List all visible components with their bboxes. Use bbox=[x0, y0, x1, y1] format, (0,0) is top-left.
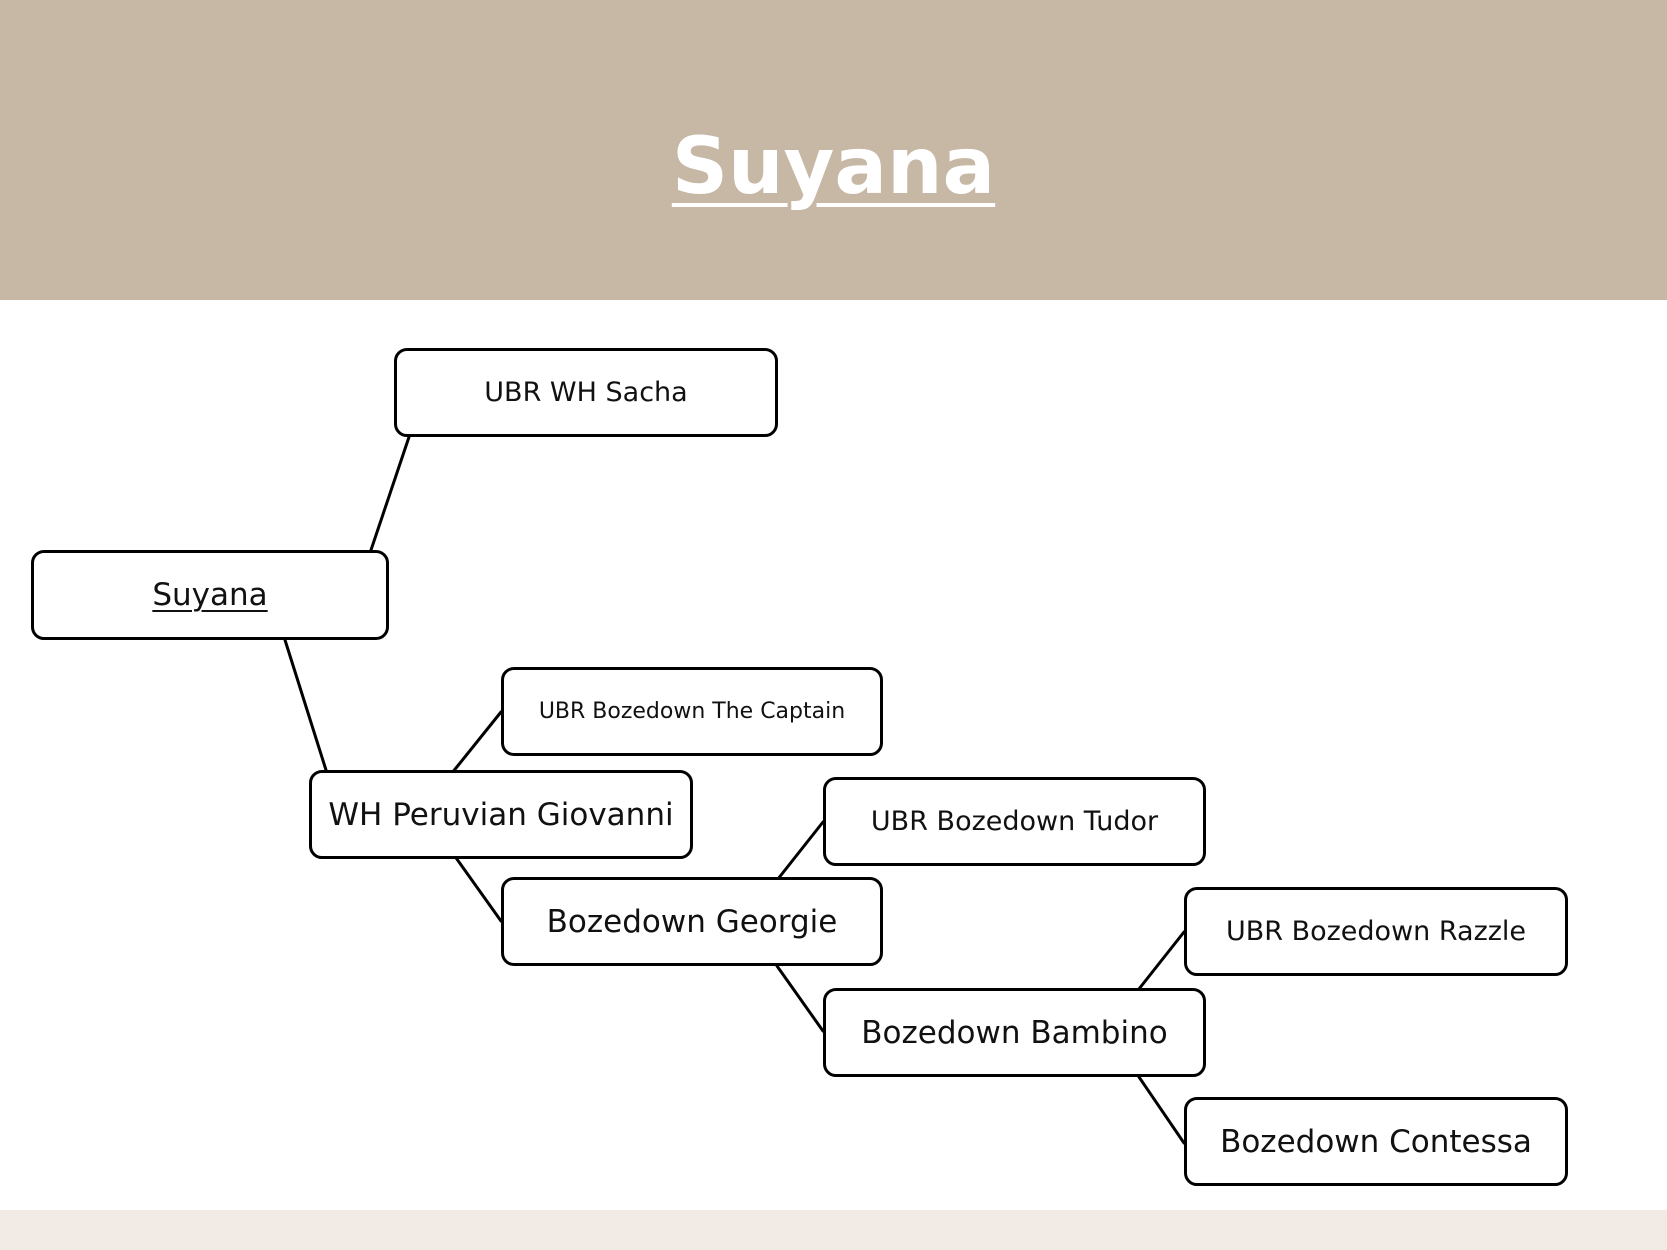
edge-bambino-razzle bbox=[1133, 930, 1186, 996]
edge-bambino-contessa bbox=[1137, 1075, 1186, 1145]
node-sire: UBR WH Sacha bbox=[394, 348, 778, 437]
node-label: UBR Bozedown The Captain bbox=[538, 699, 846, 724]
node-label: WH Peruvian Giovanni bbox=[328, 796, 674, 833]
node-label: UBR Bozedown Tudor bbox=[870, 806, 1159, 837]
edge-root-sire bbox=[369, 435, 411, 552]
node-tudor: UBR Bozedown Tudor bbox=[823, 777, 1206, 866]
node-razzle: UBR Bozedown Razzle bbox=[1184, 887, 1568, 976]
edge-dam-damdam bbox=[452, 853, 503, 923]
edge-georgie-tudor bbox=[772, 820, 825, 886]
node-label: Bozedown Contessa bbox=[1220, 1123, 1532, 1160]
page-title: Suyana bbox=[671, 122, 996, 212]
node-label: Suyana bbox=[152, 577, 268, 613]
node-dam-sire: UBR Bozedown The Captain bbox=[501, 667, 883, 756]
edge-dam-damsire bbox=[450, 710, 503, 775]
node-label: Bozedown Georgie bbox=[546, 903, 838, 940]
node-dam: WH Peruvian Giovanni bbox=[309, 770, 693, 859]
node-label: Bozedown Bambino bbox=[861, 1014, 1168, 1051]
node-label: UBR Bozedown Razzle bbox=[1225, 916, 1527, 947]
footer-band bbox=[0, 1210, 1667, 1250]
node-label: UBR WH Sacha bbox=[484, 377, 688, 408]
node-root: Suyana bbox=[31, 550, 389, 640]
node-georgie: Bozedown Georgie bbox=[501, 877, 883, 966]
edge-georgie-bambino bbox=[775, 964, 825, 1033]
node-bambino: Bozedown Bambino bbox=[823, 988, 1206, 1077]
node-contessa: Bozedown Contessa bbox=[1184, 1097, 1568, 1186]
header-banner: Suyana bbox=[0, 0, 1667, 300]
edge-root-dam bbox=[283, 638, 328, 772]
